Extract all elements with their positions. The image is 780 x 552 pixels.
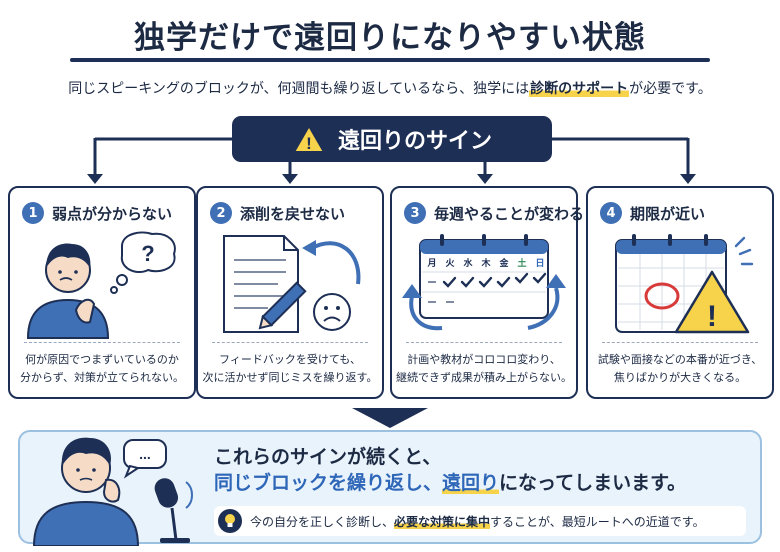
card-line: 分からず、対策が立てられない。 — [19, 371, 184, 384]
down-arrow-to-summary — [352, 408, 428, 428]
card-description: 何が原因でつまずいているのか 分からず、対策が立てられない。 — [14, 351, 190, 387]
sign-card-3: 3 毎週やることが変わる 月 火 水 木 金 土 日 — [390, 186, 584, 399]
speech-dots: ... — [139, 446, 151, 462]
tip-bar: 今の自分を正しく診断し、必要な対策に集中することが、最短ルートへの近道です。 — [214, 506, 746, 536]
card-number: 2 — [210, 202, 232, 224]
document-pencil-icon — [223, 235, 361, 333]
summary-underlined-text: 遠回り — [442, 472, 500, 494]
day-label: 日 — [535, 258, 544, 269]
card-header: 3 毎週やることが変わる — [404, 202, 584, 224]
lightbulb-icon — [218, 509, 242, 533]
card-header: 2 添削を戻せない — [210, 202, 376, 224]
card-number: 3 — [404, 202, 426, 224]
title-underline — [70, 58, 710, 62]
warning-mark: ! — [707, 300, 717, 333]
card-divider — [406, 342, 562, 343]
card-divider — [212, 342, 368, 343]
card-line: 継続できず成果が積み上がらない。 — [396, 371, 572, 384]
sign-card-2: 2 添削を戻せない フィードバックを受けても、 次に活かせず同じミスを繰り返す。 — [196, 186, 384, 399]
card-line: 計画や教材がコロコロ変わり、 — [407, 353, 561, 366]
summary-blue-text: 同じブロックを繰り返し、 — [214, 472, 443, 494]
card-line: 試験や面接などの本番が近づき、 — [597, 353, 763, 366]
card-title: 毎週やることが変わる — [434, 204, 585, 223]
card-description: 試験や面接などの本番が近づき、 焦りばかりが大きくなる。 — [592, 351, 768, 387]
day-label: 月 — [426, 258, 436, 269]
card-line: フィードバックを受けても、 — [219, 353, 361, 366]
subtitle-highlight: 診断のサポート — [529, 81, 630, 97]
card-description: 計画や教材がコロコロ変わり、 継続できず成果が積み上がらない。 — [396, 351, 572, 387]
subtitle-after: が必要です。 — [629, 81, 712, 97]
tip-before: 今の自分を正しく診断し、 — [250, 514, 395, 529]
summary-line-1: これらのサインが続くと、 — [214, 446, 442, 468]
tip-text: 今の自分を正しく診断し、必要な対策に集中することが、最短ルートへの近道です。 — [250, 513, 705, 530]
weekly-calendar-icon: 月 火 水 木 金 土 日 — [402, 234, 566, 331]
day-label: 金 — [498, 257, 509, 269]
summary-line-2: 同じブロックを繰り返し、遠回りになってしまいます。 — [214, 468, 686, 495]
card-line: 次に活かせず同じミスを繰り返す。 — [202, 371, 378, 384]
summary-after-text: になってしまいます。 — [499, 472, 687, 494]
deadline-calendar-icon: ! — [615, 234, 754, 334]
card-divider — [24, 342, 180, 343]
card-header: 4 期限が近い — [600, 202, 766, 224]
card-title: 添削を戻せない — [240, 204, 346, 223]
subtitle-before: 同じスピーキングのブロックが、何週間も繰り返しているなら、独学には — [68, 81, 530, 97]
day-label: 土 — [517, 257, 526, 269]
question-mark: ? — [141, 241, 154, 266]
page-title: 独学だけで遠回りになりやすい状態 — [134, 20, 646, 56]
card-number: 1 — [22, 202, 44, 224]
warning-icon-mark: ! — [306, 134, 312, 153]
confused-person-icon: ? — [26, 231, 176, 339]
card-line: 何が原因でつまずいているのか — [25, 353, 179, 366]
tip-after: することが、最短ルートへの近道です。 — [490, 514, 705, 529]
card-line: 焦りばかりが大きくなる。 — [613, 371, 747, 384]
card-divider — [602, 342, 758, 343]
worried-person-mic-icon: ... — [32, 437, 193, 546]
card-number: 4 — [600, 202, 622, 224]
day-label: 火 — [445, 258, 455, 269]
day-label: 水 — [463, 257, 473, 269]
day-label: 木 — [480, 257, 491, 269]
card-title: 期限が近い — [630, 204, 706, 223]
sign-card-1: 1 弱点が分からない ? 何が原因でつまずいているのか 分からず、対策が立てられ… — [8, 186, 196, 399]
sign-card-4: 4 期限が近い ! 試験や面接などの本番が近づき、 — [586, 186, 774, 399]
card-header: 1 弱点が分からない — [22, 202, 188, 224]
card-description: フィードバックを受けても、 次に活かせず同じミスを繰り返す。 — [202, 351, 378, 387]
banner-label: 遠回りのサイン — [337, 129, 492, 154]
tip-highlight: 必要な対策に集中 — [394, 514, 491, 529]
sign-banner: ! 遠回りのサイン — [232, 116, 552, 162]
subtitle: 同じスピーキングのブロックが、何週間も繰り返しているなら、独学には診断のサポート… — [0, 78, 780, 98]
warning-icon: ! — [292, 125, 325, 153]
card-title: 弱点が分からない — [52, 204, 173, 223]
